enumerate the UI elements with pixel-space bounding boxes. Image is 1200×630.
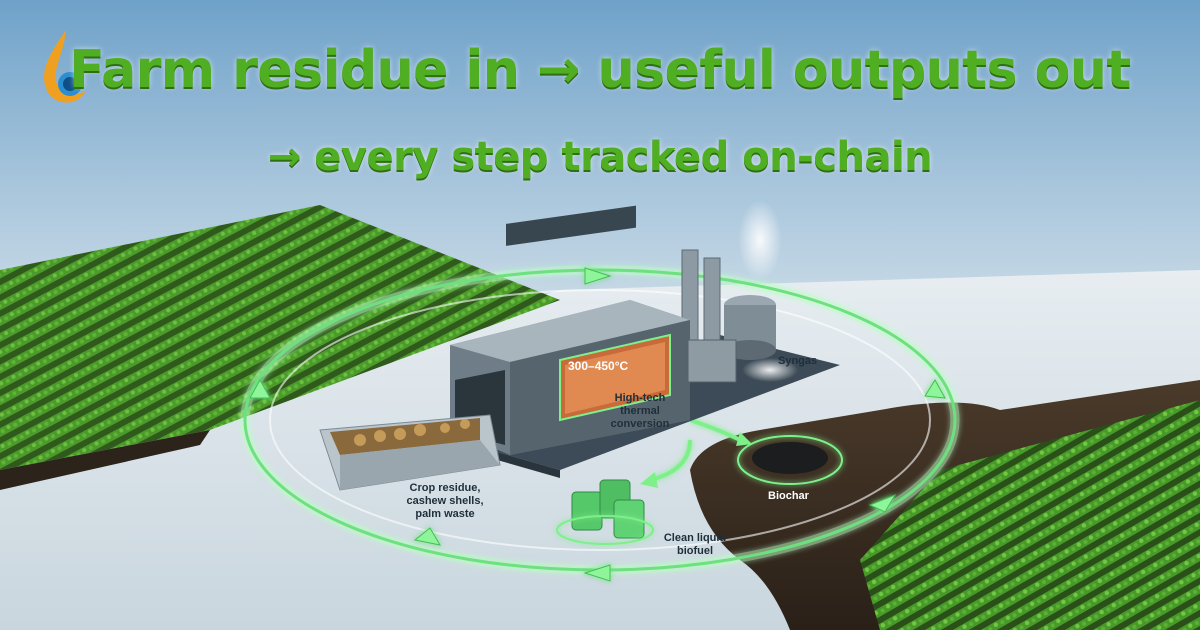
biofuel-label: Clean liquid biofuel (663, 532, 727, 557)
left-crop-field (0, 205, 560, 470)
temperature-label: 300–450°C (568, 359, 629, 373)
conversion-label: High-tech thermal conversion (610, 392, 670, 430)
biochar-pile (737, 435, 843, 485)
input-label: Crop residue, cashew shells, palm waste (406, 482, 484, 520)
syngas-label: Syngas (778, 355, 818, 367)
flame-drop-logo-icon (44, 30, 86, 103)
biochar-label: Biochar (768, 490, 809, 502)
headline-line-1: Farm residue in → useful outputs out (69, 40, 1131, 100)
headline-line-2: → every step tracked on-chain (267, 134, 933, 180)
right-crop-field (860, 400, 1200, 630)
biofuel-tanks (556, 479, 654, 545)
loop-arrows (249, 267, 946, 582)
